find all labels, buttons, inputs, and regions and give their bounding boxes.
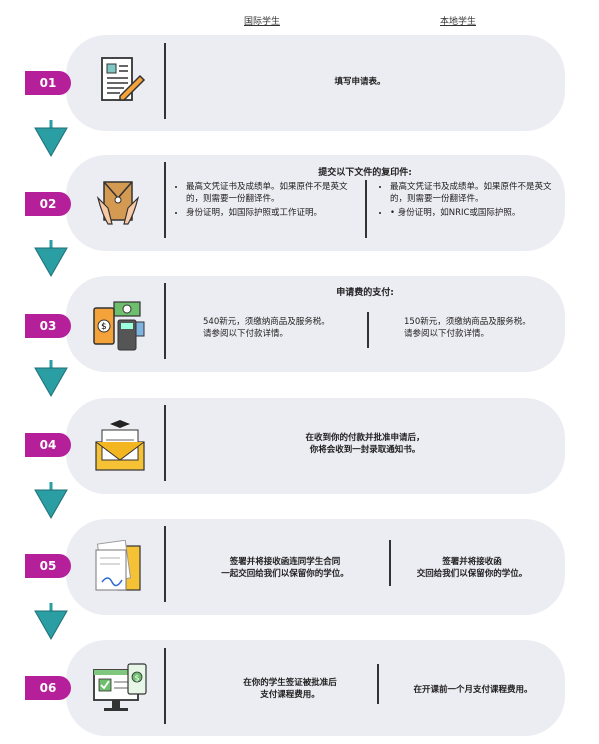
- text-line: 支付课程费用。: [260, 690, 320, 700]
- column-divider: [389, 540, 391, 586]
- step-2-title: 提交以下文件的复印件:: [318, 168, 412, 178]
- text-line: 签署并将接收函: [442, 557, 502, 567]
- column-divider: [164, 526, 166, 602]
- svg-text:$: $: [135, 674, 140, 683]
- column-divider: [365, 180, 367, 238]
- step-number-badge: 02: [25, 192, 71, 216]
- list-item: 身份证明，如国际护照或工作证明。: [186, 207, 354, 219]
- column-divider: [164, 43, 166, 119]
- step-card-5: [66, 519, 565, 615]
- list-item: • 身份证明，如NRIC或国际护照。: [390, 207, 553, 219]
- column-divider: [164, 648, 166, 724]
- step-2-intl: 最高文凭证书及成绩单。如果原件不是英文的，则需要一份翻译件。 身份证明，如国际护…: [174, 181, 354, 221]
- text-line: 你将会收到一封录取通知书。: [309, 445, 421, 455]
- step-3-local: 150新元，须缴纳商品及服务税。 请参阅以下付款详情。: [404, 316, 564, 340]
- text-line: 一起交回给我们以保留你的学位。: [221, 569, 349, 579]
- down-arrow-icon: [34, 240, 68, 278]
- header-local: 本地学生: [440, 17, 477, 27]
- step-number-badge: 05: [25, 554, 71, 578]
- down-arrow-icon: [34, 120, 68, 158]
- online-payment-icon: $: [93, 663, 147, 711]
- acceptance-letter-icon: [95, 420, 145, 471]
- text-line: 在你的学生签证被批准后: [243, 678, 337, 688]
- contract-documents-icon: [95, 540, 141, 591]
- down-arrow-icon: [34, 603, 68, 641]
- step-number-badge: 06: [25, 676, 71, 700]
- application-form-icon: [101, 57, 146, 101]
- column-divider: [164, 283, 166, 359]
- payment-icon: $: [93, 301, 145, 351]
- text-line: 交回给我们以保留你的学位。: [416, 569, 528, 579]
- header-international: 国际学生: [244, 17, 281, 27]
- fee-note: 请参阅以下付款详情。: [404, 329, 490, 339]
- step-6-local: 在开课前一个月支付课程费用。: [413, 685, 533, 695]
- text-line: 签署并将接收函连同学生合同: [229, 557, 341, 567]
- step-card-4: [66, 398, 565, 494]
- step-number-badge: 04: [25, 433, 71, 457]
- fee-note: 请参阅以下付款详情。: [203, 329, 289, 339]
- step-2-local: 最高文凭证书及成绩单。如果原件不是英文的，则需要一份翻译件。 • 身份证明，如N…: [378, 181, 553, 221]
- step-3-intl: 540新元，须缴纳商品及服务税。 请参阅以下付款详情。: [203, 316, 373, 340]
- step-3-title: 申请费的支付:: [336, 288, 394, 298]
- document-envelope-icon: [96, 181, 140, 225]
- text-line: 在收到你的付款并批准申请后，: [305, 433, 425, 443]
- step-card-1: [66, 35, 565, 131]
- list-item: 最高文凭证书及成绩单。如果原件不是英文的，则需要一份翻译件。: [186, 181, 354, 205]
- step-card-3: [66, 276, 565, 372]
- down-arrow-icon: [34, 360, 68, 398]
- column-divider: [164, 162, 166, 238]
- step-5-local: 签署并将接收函 交回给我们以保留你的学位。: [402, 556, 542, 580]
- column-divider: [367, 312, 369, 348]
- column-divider: [164, 405, 166, 481]
- svg-text:$: $: [101, 322, 107, 332]
- fee-line: 540新元，须缴纳商品及服务税。: [203, 317, 330, 327]
- down-arrow-icon: [34, 482, 68, 520]
- list-item: 最高文凭证书及成绩单。如果原件不是英文的，则需要一份翻译件。: [390, 181, 553, 205]
- step-4-text: 在收到你的付款并批准申请后， 你将会收到一封录取通知书。: [290, 432, 440, 456]
- step-card-2: [66, 155, 565, 251]
- step-card-6: [66, 640, 565, 736]
- step-number-badge: 03: [25, 314, 71, 338]
- fee-line: 150新元，须缴纳商品及服务税。: [404, 317, 531, 327]
- step-5-intl: 签署并将接收函连同学生合同 一起交回给我们以保留你的学位。: [200, 556, 370, 580]
- step-number-badge: 01: [25, 71, 71, 95]
- step-6-intl: 在你的学生签证被批准后 支付课程费用。: [215, 677, 365, 701]
- step-1-text: 填写申请表。: [334, 77, 386, 87]
- column-divider: [377, 664, 379, 704]
